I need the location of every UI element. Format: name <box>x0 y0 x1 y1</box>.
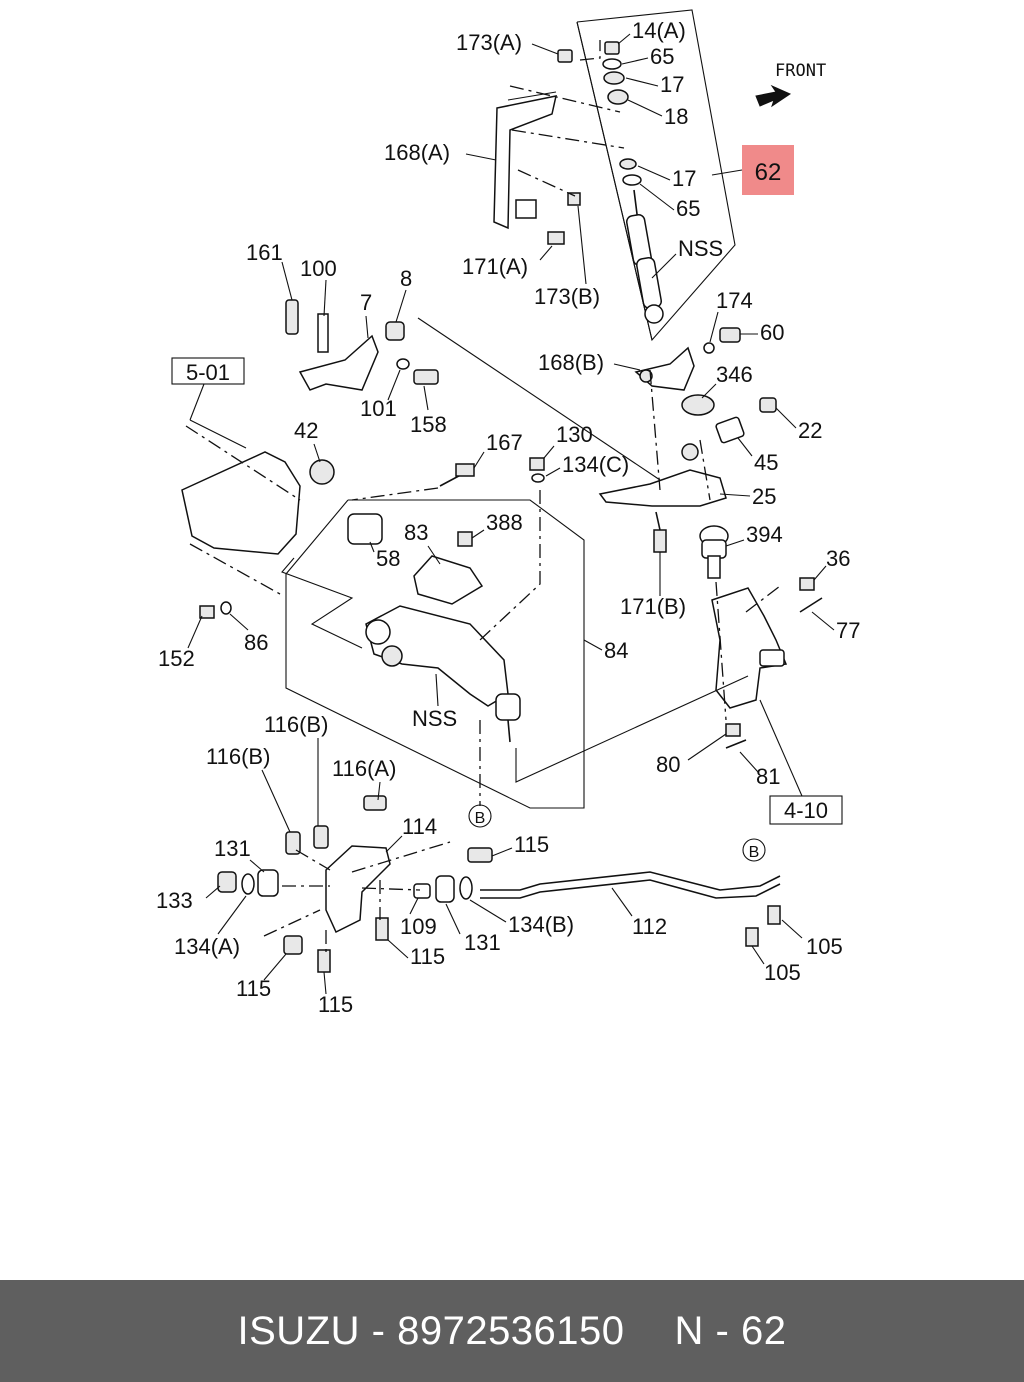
callout-nss-a: NSS <box>678 236 723 261</box>
callout-168a: 168(A) <box>384 140 450 165</box>
ref-label-4-10: 4-10 <box>784 798 828 823</box>
idler-arm-25[interactable] <box>598 397 777 553</box>
callout-134a: 134(A) <box>174 934 240 959</box>
callout-167: 167 <box>486 430 523 455</box>
callout-114: 114 <box>402 814 437 839</box>
callout-86: 86 <box>244 630 268 655</box>
circle-ref-b-2[interactable]: B <box>742 838 766 862</box>
callout-84: 84 <box>604 638 628 663</box>
callout-168b: 168(B) <box>538 350 604 375</box>
callout-45: 45 <box>754 450 778 475</box>
callout-115-b: 115 <box>410 944 445 969</box>
callout-158: 158 <box>410 412 447 437</box>
ball-joint-394[interactable] <box>699 525 729 579</box>
callout-100: 100 <box>300 256 337 281</box>
callout-42: 42 <box>294 418 318 443</box>
callout-17-a: 17 <box>660 72 684 97</box>
callout-134b: 134(B) <box>508 912 574 937</box>
callout-105-b: 105 <box>764 960 801 985</box>
callout-65-a: 65 <box>650 44 674 69</box>
highlight-label-62: 62 <box>755 159 782 186</box>
stabilizer-bolts[interactable] <box>283 847 493 973</box>
callout-83: 83 <box>404 520 428 545</box>
callout-346: 346 <box>716 362 753 387</box>
leader-lines <box>187 33 835 995</box>
callout-171a: 171(A) <box>462 254 528 279</box>
callout-nss-b: NSS <box>412 706 457 731</box>
shock-absorber-frame <box>576 9 736 342</box>
lower-control-arm[interactable] <box>365 605 521 743</box>
ref-box-5-01[interactable] <box>171 357 245 385</box>
callout-173a: 173(A) <box>456 30 522 55</box>
highlight-box-62[interactable] <box>742 145 794 195</box>
bracket-168a[interactable] <box>493 91 581 245</box>
callout-115-d: 115 <box>318 992 353 1017</box>
diagram-reference: N - 62 <box>674 1308 787 1353</box>
callout-112: 112 <box>632 914 667 939</box>
callout-22: 22 <box>798 418 822 443</box>
shock-top-hardware <box>557 41 629 105</box>
callout-116a: 116(A) <box>332 756 396 781</box>
callout-134c: 134(C) <box>562 452 629 477</box>
frame-member <box>181 451 335 619</box>
callout-105-a: 105 <box>806 934 843 959</box>
callout-77: 77 <box>836 618 860 643</box>
callout-65-b: 65 <box>676 196 700 221</box>
callout-58: 58 <box>376 546 400 571</box>
circle-ref-b-1[interactable]: B <box>468 804 492 828</box>
bump-stopper-83[interactable] <box>413 531 484 605</box>
callout-80: 80 <box>656 752 680 777</box>
front-direction-indicator: FRONT <box>755 61 826 108</box>
part-number: 8972536150 <box>397 1308 625 1353</box>
callout-388: 388 <box>486 510 523 535</box>
callout-8: 8 <box>400 266 412 291</box>
callout-173b: 173(B) <box>534 284 600 309</box>
callout-133: 133 <box>156 888 193 913</box>
svg-text:B: B <box>475 810 486 827</box>
svg-text:B: B <box>749 844 760 861</box>
brand-separator: - <box>371 1308 386 1353</box>
rubber-bush-58[interactable] <box>347 513 383 545</box>
callout-25: 25 <box>752 484 776 509</box>
callout-131-a: 131 <box>214 836 251 861</box>
ref-box-4-10[interactable] <box>769 795 843 825</box>
callout-116b-a: 116(B) <box>264 712 328 737</box>
callout-130: 130 <box>556 422 593 447</box>
callout-7: 7 <box>360 290 372 315</box>
stabilizer-bar-112[interactable] <box>480 871 781 947</box>
callout-152: 152 <box>158 646 195 671</box>
ref-label-5-01: 5-01 <box>186 360 230 385</box>
callout-81: 81 <box>756 764 780 789</box>
callout-171b: 171(B) <box>620 594 686 619</box>
part-info-footer: ISUZU - 8972536150 N - 62 <box>0 1280 1024 1382</box>
callout-18: 18 <box>664 104 688 129</box>
steering-knuckle[interactable] <box>711 577 823 749</box>
callout-17-b: 17 <box>672 166 696 191</box>
callout-115-c: 115 <box>236 976 271 1001</box>
callout-131-b: 131 <box>464 930 501 955</box>
upper-bracket-7[interactable] <box>285 299 439 391</box>
callout-109: 109 <box>400 914 437 939</box>
stabilizer-bracket-114[interactable] <box>285 795 391 934</box>
front-label: FRONT <box>775 61 826 81</box>
callout-labels: 173(A) 14(A) 65 17 18 168(A) 17 65 171(A… <box>156 18 860 1017</box>
callout-115-a: 115 <box>514 832 549 857</box>
callout-174: 174 <box>716 288 753 313</box>
callout-394: 394 <box>746 522 783 547</box>
callout-116b-b: 116(B) <box>206 744 270 769</box>
parts-diagram: 62 FRONT <box>156 9 860 1017</box>
front-arrow-icon <box>755 84 792 108</box>
brand-name: ISUZU <box>237 1308 360 1353</box>
callout-14a: 14(A) <box>632 18 686 43</box>
callout-101: 101 <box>360 396 397 421</box>
stabilizer-bushes[interactable] <box>217 869 473 903</box>
callout-36: 36 <box>826 546 850 571</box>
bolt-167[interactable] <box>439 457 545 487</box>
callout-161: 161 <box>246 240 283 265</box>
shock-absorber[interactable] <box>619 158 664 324</box>
callout-60: 60 <box>760 320 784 345</box>
